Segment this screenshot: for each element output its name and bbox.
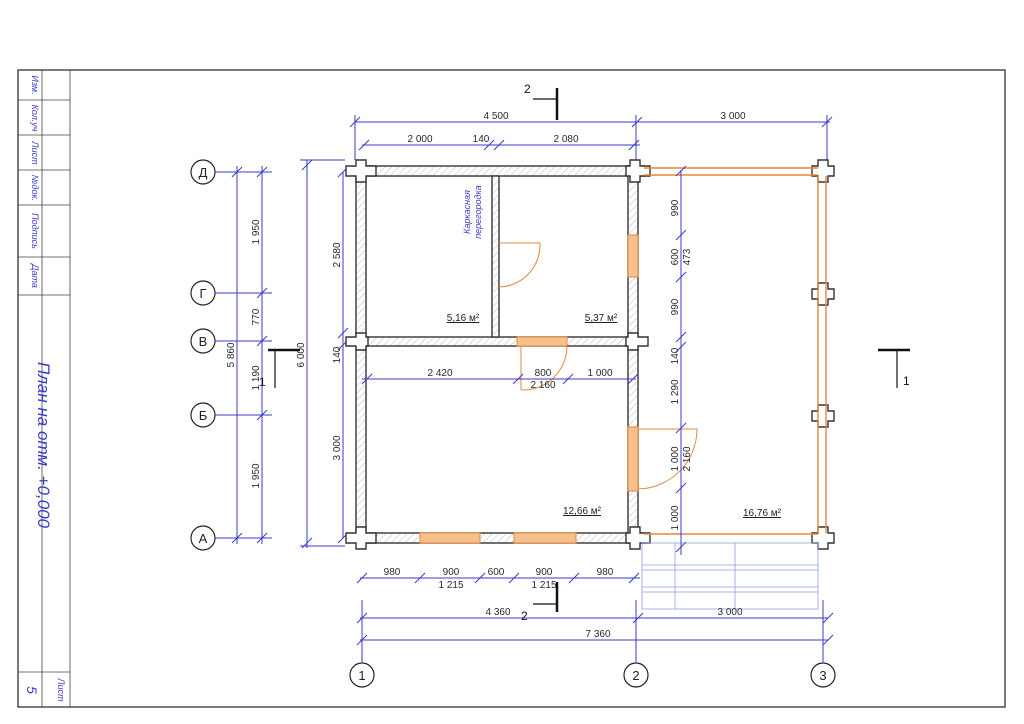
axis-label-d: Д (199, 165, 208, 180)
stamp-kol-uch: Кол.уч (30, 105, 40, 132)
row-axes: Д Г В Б А (190, 159, 272, 551)
axis-bubble-1 (349, 662, 375, 688)
left-dimensions: 5 860 1 950 770 1 190 1 950 6 000 2 580 … (226, 159, 349, 549)
drawing-title: План на отм. +0,000 (34, 362, 53, 529)
section-2-bottom-label: 2 (521, 609, 528, 623)
dim-right-8: 2 160 (682, 446, 693, 471)
dim-right-9: 1 000 (670, 505, 681, 530)
dim-room-left-2: 140 (332, 346, 343, 363)
dim-bottom-2: 900 (443, 567, 460, 578)
walls (345, 159, 835, 550)
dim-top-total-right: 3 000 (720, 111, 745, 122)
sheet-label: Лист (56, 677, 66, 702)
dim-bottom-4: 900 (536, 567, 553, 578)
sheet-number: 5 (24, 686, 40, 694)
axis-label-a: А (199, 531, 208, 546)
axis-bubble-3 (810, 662, 836, 688)
section-1-left-label: 1 (259, 375, 266, 389)
dim-bottom-7: 1 215 (531, 580, 556, 591)
dim-left-outer-total: 6 000 (296, 342, 307, 367)
dim-bottom-6: 1 215 (438, 580, 463, 591)
stamp-izm: Изм. (30, 75, 40, 94)
dim-mid-2: 800 (535, 368, 552, 379)
door-terrace (627, 426, 639, 492)
terrace (641, 167, 827, 610)
dim-right-2: 600 (670, 248, 681, 265)
dim-left-seg-3: 1 190 (251, 365, 262, 390)
partition-note-line-2: перегородка (473, 185, 483, 239)
door-interior (516, 336, 568, 347)
dim-top-seg-2: 140 (473, 134, 490, 145)
room-3-area: 12,66 м² (563, 506, 602, 517)
dim-bottom-total: 7 360 (585, 629, 610, 640)
mid-dimensions: 2 420 800 2 160 1 000 (361, 368, 639, 391)
terrace-area: 16,76 м² (743, 508, 782, 519)
dim-left-seg-4: 1 950 (251, 463, 262, 488)
section-1-right-label: 1 (903, 374, 910, 388)
stamp-ndok: №док. (30, 175, 40, 201)
title-block: Изм. Кол.уч Лист №док. Подпись Дата План… (18, 70, 71, 707)
window-east-upper (627, 234, 639, 278)
dim-top-total-left: 4 500 (483, 111, 508, 122)
dim-right-5: 140 (670, 347, 681, 364)
log-corners (345, 159, 835, 550)
axis-label-g: Г (199, 286, 206, 301)
section-marks: 2 2 1 1 (259, 82, 910, 623)
dim-bottom-total-left: 4 360 (485, 607, 510, 618)
axis-label-3: 3 (819, 668, 826, 683)
dim-room-left-1: 2 580 (332, 242, 343, 267)
window-south-1 (419, 532, 481, 544)
axis-label-2: 2 (632, 668, 639, 683)
bottom-dimensions: 980 900 600 900 980 1 215 1 215 4 360 3 … (356, 567, 834, 662)
top-dimensions: 4 500 3 000 2 000 140 2 080 (349, 111, 833, 160)
dim-mid-3: 2 160 (530, 380, 555, 391)
dim-right-3: 473 (682, 248, 693, 265)
dim-room-left-3: 3 000 (332, 435, 343, 460)
dim-mid-1: 2 420 (427, 368, 452, 379)
axis-label-v: В (199, 334, 208, 349)
dim-left-seg-2: 770 (251, 308, 262, 325)
dim-bottom-1: 980 (384, 567, 401, 578)
stamp-podpis: Подпись (30, 213, 40, 249)
section-2-top-label: 2 (524, 82, 531, 96)
room-1-area: 5,16 м² (447, 313, 480, 324)
stamp-list: Лист (30, 140, 40, 165)
dim-bottom-total-right: 3 000 (717, 607, 742, 618)
stamp-data: Дата (30, 263, 40, 288)
right-dimensions: 990 600 473 990 140 1 290 1 000 2 160 1 … (670, 165, 693, 555)
window-south-2 (513, 532, 577, 544)
dim-top-seg-3: 2 080 (553, 134, 578, 145)
dim-bottom-5: 980 (597, 567, 614, 578)
axis-label-b: Б (199, 408, 208, 423)
dim-top-seg-1: 2 000 (407, 134, 432, 145)
axis-label-1: 1 (358, 668, 365, 683)
dim-right-4: 990 (670, 298, 681, 315)
dim-bottom-3: 600 (488, 567, 505, 578)
column-axes: 1 2 3 (349, 662, 836, 688)
dim-right-7: 1 000 (670, 446, 681, 471)
dim-right-1: 990 (670, 199, 681, 216)
porch-steps (641, 542, 819, 610)
dim-mid-4: 1 000 (587, 368, 612, 379)
dim-left-inner-total: 5 860 (226, 342, 237, 367)
axis-bubble-2 (623, 662, 649, 688)
room-2-area: 5,37 м² (585, 313, 618, 324)
drawing-frame (17, 69, 1006, 708)
dim-left-seg-1: 1 950 (251, 219, 262, 244)
windows (419, 234, 639, 544)
partition-note-line-1: Каркасная (462, 190, 472, 234)
doors (498, 242, 698, 492)
dim-right-6: 1 290 (670, 379, 681, 404)
